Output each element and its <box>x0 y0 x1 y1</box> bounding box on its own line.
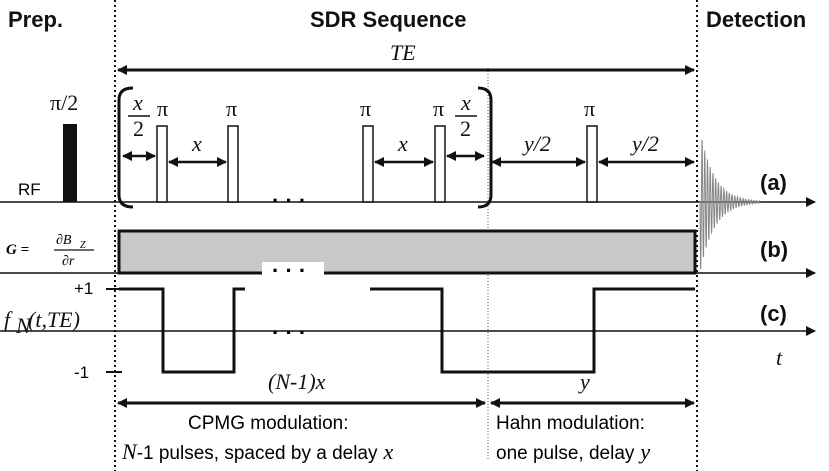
gradient-gap <box>262 262 324 278</box>
cpmg-caption-x: x <box>383 439 394 464</box>
pi-label-2: π <box>226 96 237 121</box>
half-x-left-num: x <box>132 90 143 115</box>
span-y-label: y <box>578 369 590 394</box>
t-axis-label: t <box>776 345 783 370</box>
half-x-left-den: 2 <box>133 116 144 141</box>
pi-label-4: π <box>433 96 444 121</box>
cpmg-caption-1: CPMG modulation: <box>188 413 349 434</box>
minus-one-label: -1 <box>74 363 89 382</box>
row-id-a: (a) <box>760 170 787 195</box>
half-x-right-num: x <box>460 90 471 115</box>
delay-x-label-2: x <box>397 131 408 156</box>
fn-sub: N <box>15 313 32 338</box>
header-sequence: SDR Sequence <box>310 7 467 32</box>
hahn-caption-1: Hahn modulation: <box>496 413 645 434</box>
gradient-num: ∂B <box>56 233 72 248</box>
gradient-block <box>117 229 697 275</box>
echo-signal <box>699 139 761 270</box>
y-half-left-label: y/2 <box>522 131 551 156</box>
pi-pulse-hahn <box>586 125 598 203</box>
echo-waveform <box>699 139 761 270</box>
prep-pulse-label: π/2 <box>50 90 78 115</box>
hahn-caption-y: y <box>638 439 650 464</box>
gradient-lhs: G = <box>6 242 29 258</box>
modulation-ellipsis: · · · <box>272 320 306 345</box>
gradient-num-sub: Z <box>80 240 86 251</box>
pi-pulse-2 <box>227 125 239 203</box>
half-x-right-den: 2 <box>460 116 471 141</box>
pi-pulse-3 <box>362 125 374 203</box>
gradient-den: ∂r <box>62 254 75 269</box>
header-detection: Detection <box>706 7 806 32</box>
fn-args: (t,TE) <box>28 307 80 332</box>
row-id-b: (b) <box>760 237 788 262</box>
prep-pulse <box>63 124 77 202</box>
pi-pulses <box>156 125 598 203</box>
modulation-waveform <box>119 287 695 374</box>
te-label: TE <box>390 40 416 65</box>
cpmg-caption-n: N <box>121 439 138 464</box>
hahn-caption-rest: one pulse, delay <box>496 443 635 464</box>
row-id-c: (c) <box>760 301 787 326</box>
fn-label: f <box>4 307 13 332</box>
gradient-ellipsis: · · · <box>272 258 306 283</box>
pi-label-hahn: π <box>584 96 595 121</box>
plus-one-label: +1 <box>74 279 93 298</box>
gradient-formula: G = ∂B Z ∂r <box>6 233 94 269</box>
pi-pulse-1 <box>156 125 168 203</box>
pi-label-1: π <box>157 96 168 121</box>
rf-ellipsis: · · · <box>272 188 306 213</box>
bracket-right <box>477 86 493 209</box>
rf-label: RF <box>18 180 41 199</box>
span-nminus1x-label: (N-1)x <box>268 369 326 394</box>
pi-label-3: π <box>360 96 371 121</box>
pi-pulse-4 <box>434 125 446 203</box>
bracket-left <box>117 86 134 209</box>
y-half-right-label: y/2 <box>630 131 659 156</box>
header-prep: Prep. <box>8 7 63 32</box>
delay-x-label-1: x <box>191 131 202 156</box>
cpmg-caption-rest: -1 pulses, spaced by a delay <box>137 443 378 464</box>
